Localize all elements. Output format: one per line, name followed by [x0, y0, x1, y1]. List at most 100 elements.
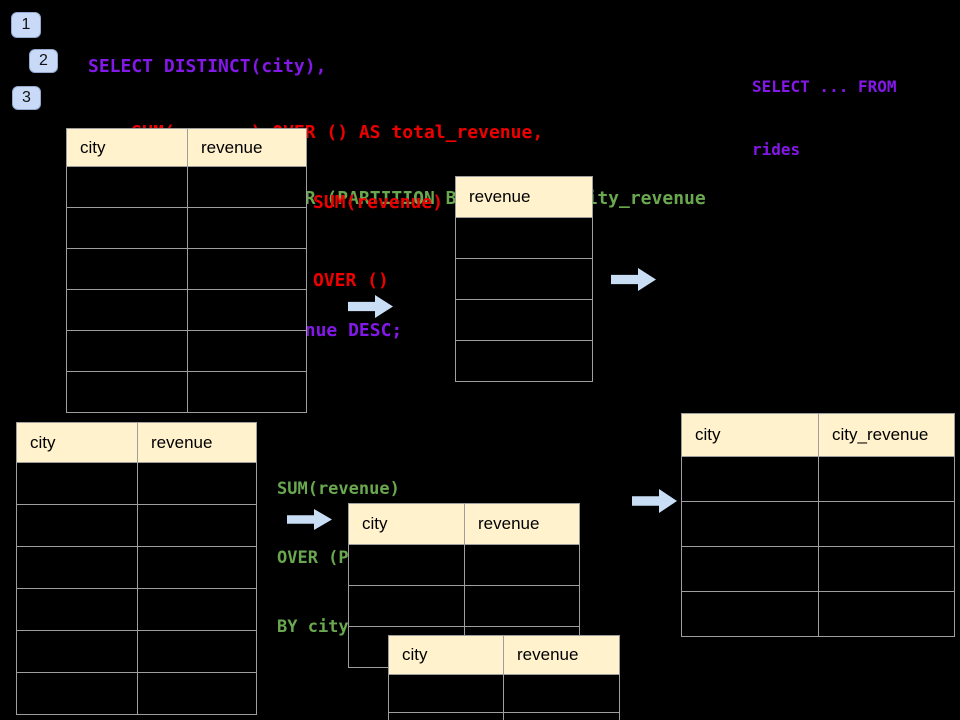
empty-cell	[137, 588, 257, 631]
table-row	[16, 630, 257, 673]
table-row	[455, 340, 593, 382]
table-row	[455, 299, 593, 341]
column-header-city: city	[66, 128, 188, 167]
empty-cell	[455, 258, 593, 300]
empty-cell	[16, 546, 138, 589]
table-row	[16, 462, 257, 505]
annotation-total-window: SUM(revenue) OVER ()	[313, 138, 443, 346]
empty-cell	[66, 289, 188, 331]
empty-cell	[348, 544, 465, 586]
empty-cell	[16, 504, 138, 547]
column-header-city_revenue: city_revenue	[818, 413, 955, 457]
column-header-revenue: revenue	[187, 128, 307, 167]
empty-cell	[137, 546, 257, 589]
empty-cell	[818, 546, 955, 592]
annotation-total-line-2: OVER ()	[313, 270, 389, 291]
table-row	[455, 217, 593, 259]
empty-cell	[187, 207, 307, 249]
empty-cell	[187, 330, 307, 372]
empty-cell	[681, 501, 819, 547]
empty-cell	[388, 712, 504, 720]
empty-cell	[348, 585, 465, 627]
annotation-partition-line-3: BY city)	[277, 617, 359, 637]
empty-cell	[187, 248, 307, 290]
header-row: revenue	[455, 176, 593, 218]
table-row	[16, 504, 257, 547]
step-badge-3: 3	[12, 86, 41, 110]
column-header-revenue: revenue	[503, 635, 620, 675]
table-row	[66, 248, 307, 290]
table-row	[388, 674, 620, 713]
side-code-note: SELECT ... FROM rides	[752, 34, 897, 202]
empty-cell	[503, 712, 620, 720]
empty-cell	[137, 504, 257, 547]
sql-line-select: SELECT DISTINCT(city),	[88, 56, 327, 77]
table-row	[681, 456, 955, 502]
table-row	[66, 166, 307, 208]
empty-cell	[16, 630, 138, 673]
empty-cell	[681, 591, 819, 637]
column-header-city: city	[16, 422, 138, 463]
annotation-partition-line-1: SUM(revenue)	[277, 479, 400, 499]
table-row	[681, 546, 955, 592]
annotation-total-line-1: SUM(revenue)	[313, 192, 444, 213]
empty-cell	[187, 166, 307, 208]
table-row	[66, 330, 307, 372]
empty-cell	[818, 591, 955, 637]
step-badge-2: 2	[29, 49, 58, 73]
table-row	[16, 672, 257, 715]
column-header-city: city	[348, 503, 465, 545]
table-row	[455, 258, 593, 300]
table-row	[16, 588, 257, 631]
empty-cell	[66, 371, 188, 413]
side-code-line-1: SELECT ... FROM	[752, 77, 897, 96]
empty-cell	[66, 248, 188, 290]
table-total-revenue-result: revenue	[455, 176, 593, 382]
empty-cell	[137, 630, 257, 673]
empty-cell	[66, 166, 188, 208]
table-row	[66, 289, 307, 331]
empty-cell	[455, 217, 593, 259]
table-row	[681, 591, 955, 637]
empty-cell	[388, 674, 504, 713]
empty-cell	[464, 544, 580, 586]
empty-cell	[137, 672, 257, 715]
column-header-revenue: revenue	[464, 503, 580, 545]
empty-cell	[681, 546, 819, 592]
table-row	[16, 546, 257, 589]
empty-cell	[455, 299, 593, 341]
column-header-city: city	[388, 635, 504, 675]
empty-cell	[137, 462, 257, 505]
table-row	[66, 371, 307, 413]
empty-cell	[66, 330, 188, 372]
empty-cell	[455, 340, 593, 382]
column-header-city: city	[681, 413, 819, 457]
empty-cell	[16, 462, 138, 505]
column-header-revenue: revenue	[455, 176, 593, 218]
empty-cell	[16, 588, 138, 631]
table-row	[348, 544, 580, 586]
column-header-revenue: revenue	[137, 422, 257, 463]
table-row	[66, 207, 307, 249]
empty-cell	[818, 501, 955, 547]
empty-cell	[187, 371, 307, 413]
table-row	[681, 501, 955, 547]
empty-cell	[66, 207, 188, 249]
empty-cell	[16, 672, 138, 715]
step-badge-1: 1	[11, 12, 41, 38]
empty-cell	[187, 289, 307, 331]
empty-cell	[818, 456, 955, 502]
table-row	[388, 712, 620, 720]
flow-arrow-right-icon	[632, 489, 677, 513]
empty-cell	[503, 674, 620, 713]
table-row	[348, 585, 580, 627]
